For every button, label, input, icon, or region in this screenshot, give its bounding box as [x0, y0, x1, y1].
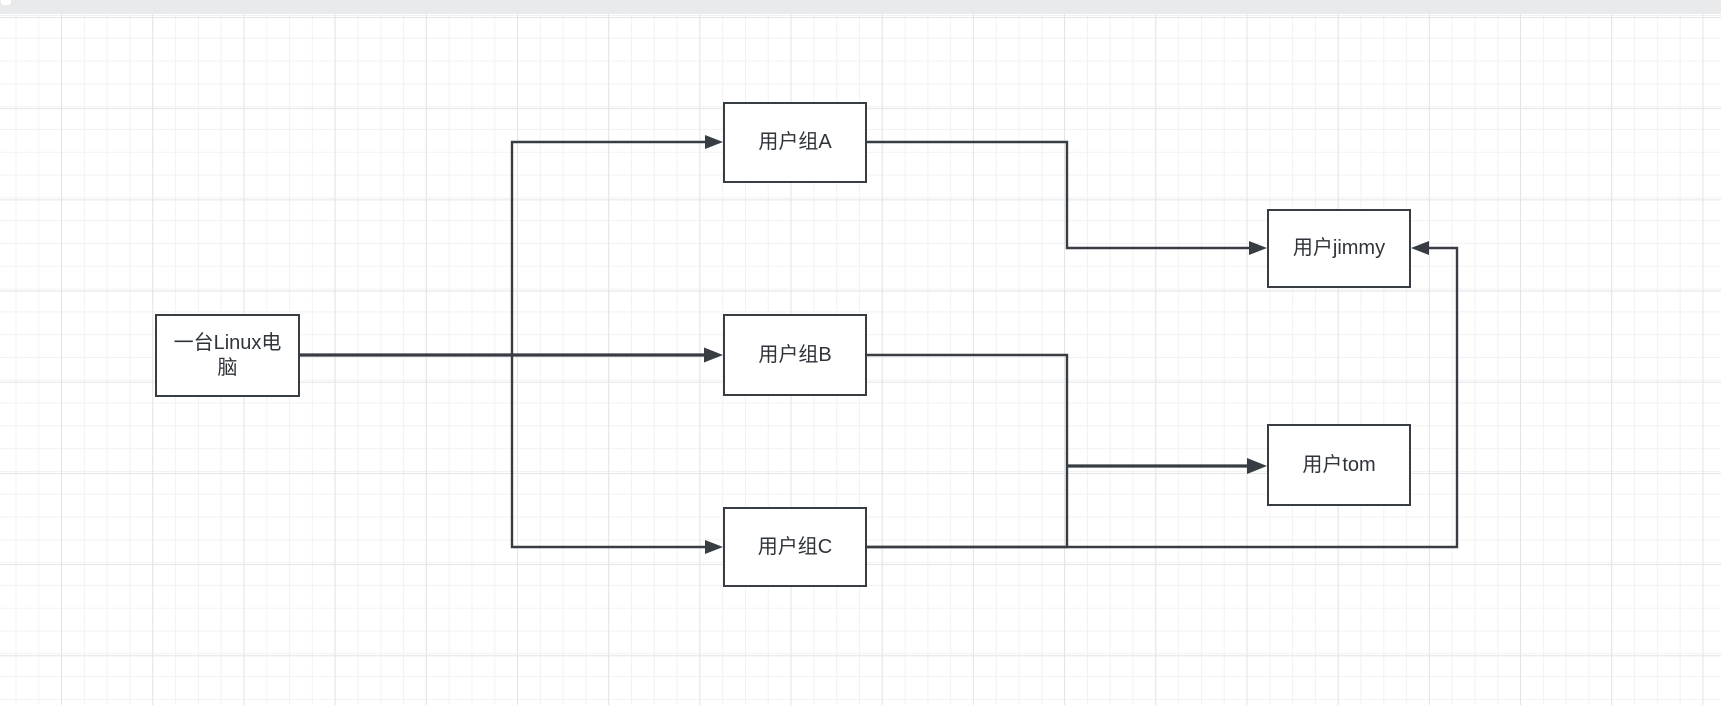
- node-linux-computer-label: 一台Linux电脑: [173, 331, 282, 379]
- node-user-group-a[interactable]: 用户组A: [723, 102, 867, 183]
- edge-group-c-to-tom[interactable]: [867, 458, 1267, 549]
- node-user-tom-label: 用户tom: [1302, 453, 1376, 476]
- node-user-tom[interactable]: 用户tom: [1267, 424, 1411, 506]
- edge-group-b-to-tom[interactable]: [867, 353, 1069, 466]
- node-user-group-c[interactable]: 用户组C: [723, 507, 867, 587]
- edge-linux-to-group-a[interactable]: [300, 135, 723, 357]
- node-user-jimmy-label: 用户jimmy: [1292, 237, 1386, 259]
- edge-linux-to-group-c[interactable]: [510, 355, 723, 554]
- node-user-group-b-label: 用户组B: [758, 343, 832, 366]
- edge-linux-to-group-b[interactable]: [300, 347, 723, 363]
- top-bar: [0, 0, 1721, 14]
- node-user-group-a-label: 用户组A: [758, 131, 832, 153]
- node-user-jimmy[interactable]: 用户jimmy: [1267, 209, 1411, 288]
- node-linux-computer[interactable]: 一台Linux电脑: [155, 314, 300, 397]
- node-user-group-c-label: 用户组C: [757, 535, 833, 558]
- edge-group-c-to-jimmy[interactable]: [867, 241, 1459, 549]
- edge-group-a-to-jimmy[interactable]: [867, 140, 1267, 255]
- top-bar-notch: [1, 0, 11, 5]
- node-user-group-b[interactable]: 用户组B: [723, 314, 867, 396]
